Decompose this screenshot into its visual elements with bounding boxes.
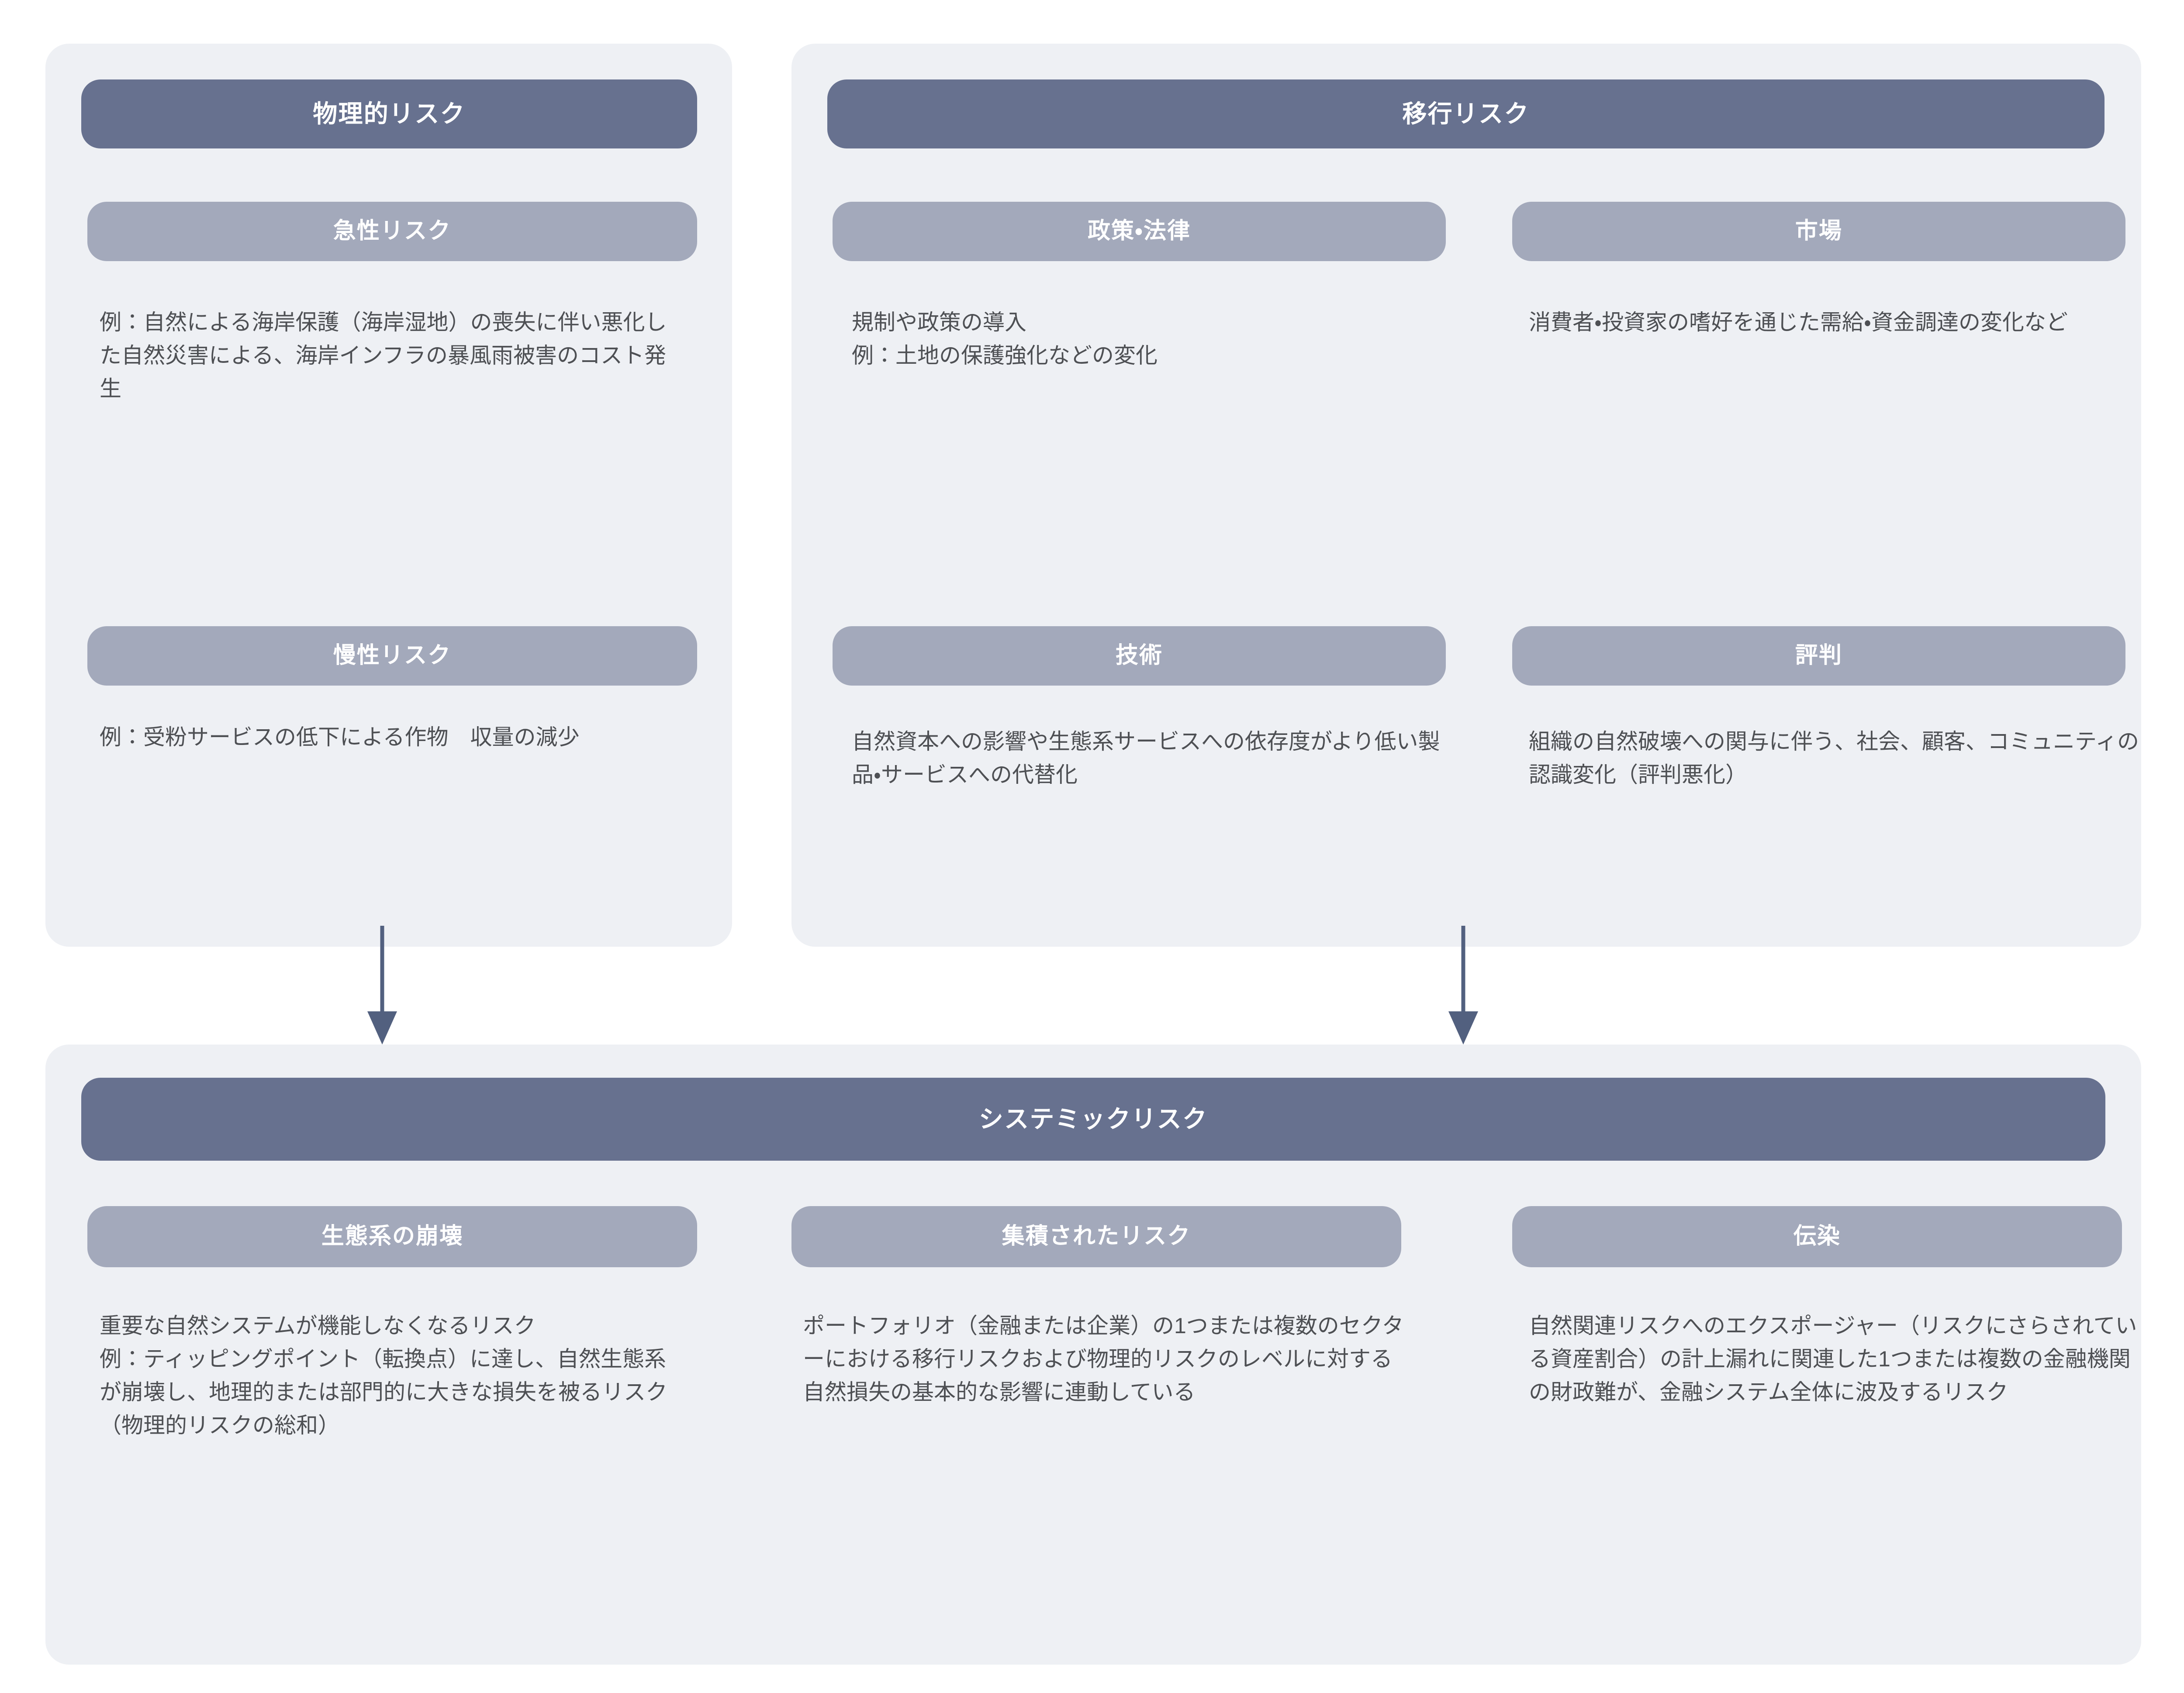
systemic-risk-title: システミックリスク	[978, 1105, 1208, 1133]
transition-risk-title: 移行リスク	[1402, 100, 1530, 128]
chronic-risk-heading-bar: 慢性リスク	[87, 626, 697, 686]
market-heading-bar: 市場	[1512, 202, 2125, 261]
ecosystem-collapse-body: 重要な自然システムが機能しなくなるリスク 例：ティッピングポイント（転換点）に達…	[100, 1314, 667, 1438]
reputation-heading-bar: 評判	[1512, 626, 2125, 686]
transition-risk-panel	[791, 44, 2141, 947]
physical-risk-panel	[45, 44, 732, 947]
technology-body: 自然資本への影響や生態系サービスへの依存度がより低い製品・サービスへの代替化	[852, 729, 1440, 787]
contagion-body: 自然関連リスクへのエクスポージャー（リスクにさらされている資産割合）の計上漏れに…	[1529, 1314, 2137, 1404]
systemic-risk-title-bar: システミックリスク	[81, 1078, 2105, 1161]
chronic-risk-body: 例：受粉サービスの低下による作物 収量の減少	[100, 725, 580, 749]
reputation-heading: 評判	[1795, 643, 1843, 669]
contagion-heading-bar: 伝染	[1512, 1206, 2122, 1267]
acute-risk-heading-bar: 急性リスク	[87, 202, 697, 261]
reputation-body: 組織の自然破壊への関与に伴う、社会、顧客、コミュニティの認識変化（評判悪化）	[1529, 729, 2139, 787]
arrow-transition-to-systemic	[1448, 926, 1478, 1045]
acute-risk-body: 例：自然による海岸保護（海岸湿地）の喪失に伴い悪化した自然災害による、海岸インフ…	[100, 310, 667, 401]
market-heading: 市場	[1795, 218, 1843, 244]
accumulated-risk-heading: 集積されたリスク	[1002, 1224, 1191, 1249]
ecosystem-collapse-heading-bar: 生態系の崩壊	[87, 1206, 697, 1267]
policy-legal-body: 規制や政策の導入 例：土地の保護強化などの変化	[852, 310, 1158, 368]
policy-legal-heading-bar: 政策・法律	[833, 202, 1446, 261]
physical-risk-title: 物理的リスク	[313, 100, 466, 128]
policy-legal-heading: 政策・法律	[1087, 218, 1191, 244]
accumulated-risk-body: ポートフォリオ（金融または企業）の1つまたは複数のセクターにおける移行リスクおよ…	[803, 1314, 1404, 1404]
technology-heading: 技術	[1115, 643, 1163, 669]
transition-risk-title-bar: 移行リスク	[827, 79, 2105, 148]
physical-risk-title-bar: 物理的リスク	[81, 79, 697, 148]
contagion-heading: 伝染	[1793, 1224, 1841, 1249]
accumulated-risk-heading-bar: 集積されたリスク	[791, 1206, 1401, 1267]
ecosystem-collapse-heading: 生態系の崩壊	[321, 1224, 463, 1249]
market-body: 消費者・投資家の嗜好を通じた需給・資金調達の変化など	[1529, 310, 2068, 334]
arrow-physical-to-systemic	[367, 926, 397, 1045]
chronic-risk-heading: 慢性リスク	[333, 643, 452, 669]
acute-risk-heading: 急性リスク	[333, 218, 452, 244]
technology-heading-bar: 技術	[833, 626, 1446, 686]
